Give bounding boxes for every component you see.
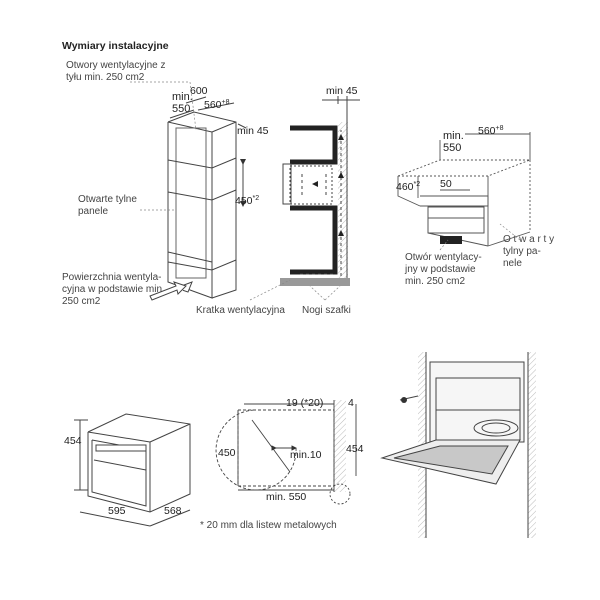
oven-front-drawing	[74, 413, 191, 527]
dim-min10: min.10	[290, 449, 322, 461]
dim-560-a: 560+8	[204, 99, 230, 111]
dim-560-b: 560+8	[478, 125, 504, 137]
dim-min550-b: min. 550	[443, 130, 464, 154]
dim-460: 460*2	[396, 181, 420, 193]
footnote: * 20 mm dla listew metalowych	[200, 520, 337, 531]
dim-600: 600	[190, 85, 208, 97]
leader-lines-1	[130, 81, 197, 211]
dim-min45-a: min 45	[237, 125, 269, 137]
dim-50: 50	[440, 178, 452, 190]
label-vent-rear: Otwory wentylacyjne z tyłu min. 250 cm2	[66, 60, 166, 83]
plan-view-drawing	[215, 400, 357, 505]
undercounter-drawing	[397, 132, 531, 247]
dim-450: 450*2	[235, 195, 259, 207]
label-open-back: Otwarte tylne panele	[78, 194, 137, 217]
page-title: Wymiary instalacyjne	[62, 40, 169, 52]
dim-min45-b: min 45	[326, 85, 358, 97]
label-base-opening: Otwór wentylacy- jny w podstawie min. 25…	[405, 252, 482, 287]
dim-568: 568	[164, 505, 182, 517]
leader-lines-2	[249, 279, 341, 301]
side-section-drawing	[280, 96, 360, 286]
dim-4: 4	[348, 397, 354, 409]
label-cabinet-feet: Nogi szafki	[302, 305, 351, 316]
dim-454-b: 454	[346, 443, 364, 455]
tall-cabinet-drawing	[148, 96, 247, 303]
dim-450-b: 450	[218, 447, 236, 459]
label-grille: Kratka wentylacyjna	[196, 305, 285, 316]
dim-595: 595	[108, 505, 126, 517]
label-vent-base: Powierzchnia wentyla- cyjna w podstawie …	[62, 272, 165, 307]
dim-19-20: 19 (*20)	[286, 397, 323, 409]
screw-icon	[401, 397, 407, 403]
dim-min550-c: min. 550	[266, 491, 306, 503]
leader-lines-3	[439, 223, 521, 251]
dim-min550-a: min. 550	[172, 91, 193, 115]
installed-oven-drawing	[380, 352, 536, 538]
dim-454-a: 454	[64, 435, 82, 447]
